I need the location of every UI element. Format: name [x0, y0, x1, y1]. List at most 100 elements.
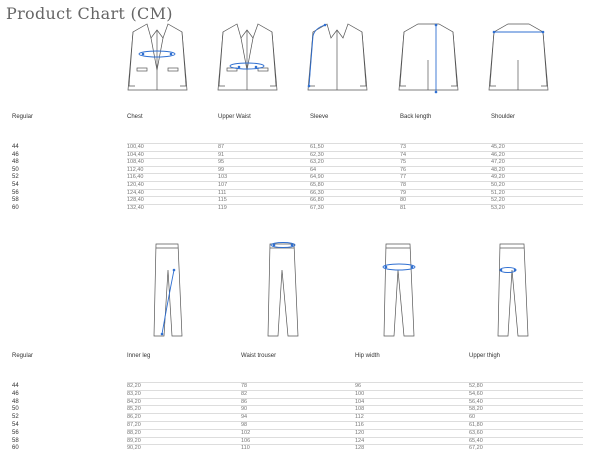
table-cell: 74 — [400, 151, 407, 158]
table-cell: 94 — [241, 414, 248, 421]
jacket-header-chest: Chest — [127, 114, 143, 120]
table-cell: 111 — [218, 189, 227, 196]
table-cell: 82,20 — [127, 383, 141, 389]
table-row-divider — [127, 428, 583, 430]
table-cell: 86,20 — [127, 414, 141, 421]
table-cell: 132,40 — [127, 204, 144, 211]
table-cell: 112,40 — [127, 166, 144, 173]
table-cell: 75 — [400, 159, 407, 166]
table-row-divider — [127, 389, 583, 391]
trouser-waist-icon — [262, 240, 302, 340]
table-row-divider — [127, 181, 583, 182]
page-title: Product Chart (CM) — [6, 4, 173, 23]
table-cell: 124 — [355, 437, 365, 444]
table-cell: 65,40 — [469, 437, 483, 444]
table-cell: 52,20 — [491, 197, 505, 204]
jacket-back-length-icon — [396, 20, 461, 98]
table-row-divider — [127, 444, 583, 446]
jacket-header-size: Regular — [12, 114, 34, 120]
table-cell: 90,20 — [127, 445, 141, 452]
trouser-hip-icon — [378, 240, 418, 340]
table-cell: 89,20 — [127, 437, 141, 444]
table-cell: 116,40 — [127, 174, 144, 181]
table-row-size: 52 — [12, 414, 19, 421]
table-cell: 63,60 — [469, 429, 483, 436]
table-row-divider — [127, 165, 583, 167]
table-cell: 60 — [469, 414, 476, 421]
table-row-divider — [127, 196, 583, 198]
table-cell: 128 — [355, 445, 365, 452]
jacket-chest-icon — [125, 20, 190, 98]
table-cell: 100 — [355, 390, 365, 397]
jacket-sleeve-icon — [305, 20, 370, 98]
table-cell: 78 — [241, 383, 248, 389]
table-cell: 91 — [218, 151, 225, 158]
table-cell: 82 — [241, 390, 248, 397]
table-cell: 84,20 — [127, 398, 141, 405]
table-cell: 64,90 — [310, 174, 324, 181]
table-cell: 108 — [355, 406, 365, 413]
table-cell: 83,20 — [127, 390, 141, 397]
table-cell: 104 — [355, 398, 365, 405]
table-cell: 49,20 — [491, 174, 505, 181]
table-cell: 102 — [241, 429, 251, 436]
table-cell: 119 — [218, 204, 227, 211]
trouser-header-size: Regular — [12, 353, 34, 359]
table-row-size: 46 — [12, 151, 19, 158]
jacket-header-sleeve: Sleeve — [310, 114, 329, 120]
jacket-header-upper-waist: Upper Waist — [218, 114, 251, 120]
table-cell: 120 — [355, 429, 365, 436]
table-cell: 67,20 — [469, 445, 483, 452]
table-row-size: 44 — [12, 383, 19, 389]
table-cell: 66,80 — [310, 197, 324, 204]
table-cell: 48,20 — [491, 166, 505, 173]
jacket-header-shoulder: Shoulder — [491, 114, 516, 120]
table-cell: 81 — [400, 204, 407, 211]
table-cell: 76 — [400, 166, 407, 173]
table-cell: 67,30 — [310, 204, 324, 211]
table-row-divider — [127, 173, 583, 175]
table-row-divider — [127, 203, 583, 205]
table-cell: 86 — [241, 398, 248, 405]
table-cell: 53,20 — [491, 204, 505, 211]
table-row-divider — [127, 413, 583, 415]
table-cell: 116 — [355, 422, 364, 428]
table-cell: 87 — [218, 144, 225, 150]
table-row-size: 54 — [12, 182, 19, 188]
jacket-header-back-length: Back length — [400, 114, 432, 120]
table-cell: 124,40 — [127, 189, 144, 196]
table-cell: 61,80 — [469, 422, 483, 428]
table-row-divider — [127, 382, 583, 383]
table-row-size: 58 — [12, 197, 19, 204]
table-row-size: 56 — [12, 189, 19, 196]
trouser-header-inner-leg: Inner leg — [127, 353, 151, 359]
table-row-divider — [127, 405, 583, 407]
table-row-divider — [127, 436, 583, 438]
table-cell: 88,20 — [127, 429, 141, 436]
trouser-inner-leg-icon — [148, 240, 188, 340]
table-cell: 56,40 — [469, 398, 483, 405]
trouser-header-waist: Waist trouser — [241, 353, 277, 359]
table-row-divider — [127, 150, 583, 152]
table-cell: 52,80 — [469, 383, 483, 389]
table-cell: 100,40 — [127, 144, 144, 150]
table-row-divider — [127, 188, 583, 190]
table-cell: 115 — [218, 197, 227, 204]
table-cell: 66,30 — [310, 189, 324, 196]
table-cell: 77 — [400, 174, 407, 181]
table-row-size: 46 — [12, 390, 19, 397]
jacket-shoulder-icon — [486, 20, 551, 98]
table-row-divider — [127, 143, 583, 144]
table-cell: 108,40 — [127, 159, 144, 166]
trouser-header-thigh: Upper thigh — [469, 353, 501, 359]
table-cell: 110 — [241, 445, 250, 452]
trouser-header-hip: Hip width — [355, 353, 380, 359]
table-cell: 98 — [241, 422, 248, 428]
table-cell: 80 — [400, 197, 407, 204]
table-row-divider — [127, 397, 583, 399]
table-cell: 54,60 — [469, 390, 483, 397]
table-cell: 65,80 — [310, 182, 324, 188]
table-cell: 85,20 — [127, 406, 141, 413]
table-row-size: 50 — [12, 406, 19, 413]
table-row-size: 48 — [12, 159, 19, 166]
